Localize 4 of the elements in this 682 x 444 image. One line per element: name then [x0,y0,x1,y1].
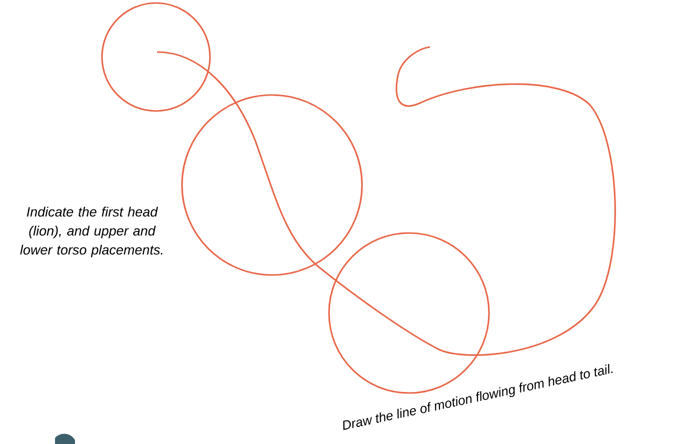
placement-circle [181,94,363,276]
instruction-text: Indicate the first head (lion), and upper and lower torso placements. [20,206,162,258]
placement-circle [101,2,211,112]
instruction-text: Draw the line of motion flowing from head to tail. [343,364,613,430]
